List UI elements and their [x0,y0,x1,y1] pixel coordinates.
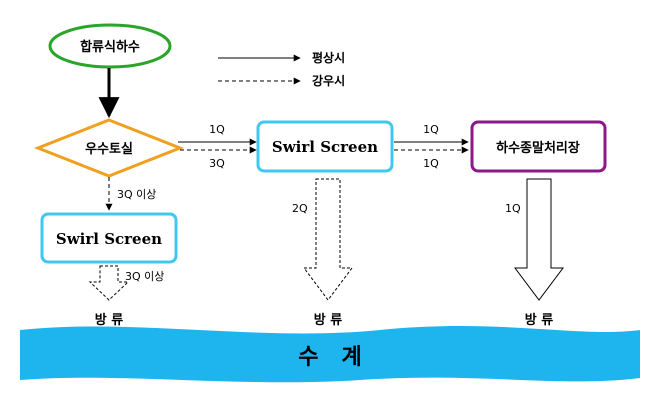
chamber-to-swirl-solid-label: 1Q [209,123,225,136]
water-body-label: 수 계 [298,345,361,370]
legend-dashed-label: 강우시 [312,74,345,88]
right-discharge-flow-label: 1Q [505,202,521,215]
center-discharge-flow-label: 2Q [292,202,308,215]
swirl-screen-center-node [256,120,394,173]
left-discharge-flow-label: 3Q 이상 [125,270,164,283]
treatment-plant-label: 하수종말처리장 [496,140,580,156]
source-node [48,23,172,69]
water-body-band [20,326,640,383]
overflow-chamber-label: 우수토실 [85,141,133,157]
swirl-to-plant-dashed-label: 1Q [423,157,439,170]
center-discharge-label: 방 류 [314,312,342,328]
legend-solid-label: 평상시 [312,50,345,65]
swirl-screen-left-node [40,212,178,264]
right-discharge-label: 방 류 [525,312,553,328]
overflow-chamber-node [33,118,185,178]
source-label: 합류식하수 [80,39,140,55]
right-discharge-arrow [514,178,564,301]
swirl-screen-center-label: Swirl Screen [272,138,378,156]
swirl-screen-left-label: Swirl Screen [56,230,162,248]
center-discharge-arrow [303,178,353,301]
treatment-plant-node [470,120,607,173]
chamber-down-label: 3Q 이상 [117,188,156,201]
left-discharge-label: 방 류 [95,312,123,328]
swirl-to-plant-solid-label: 1Q [423,123,439,136]
chamber-to-swirl-dashed-label: 3Q [209,157,225,170]
left-discharge-arrow [88,265,130,301]
